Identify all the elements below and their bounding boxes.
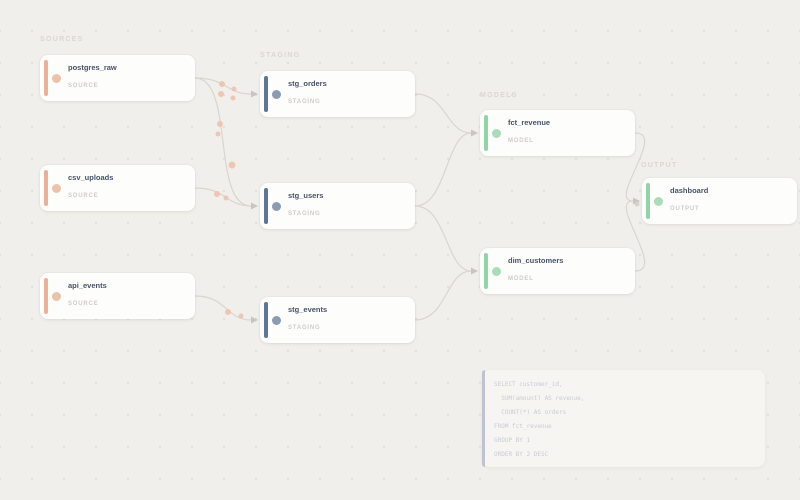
edge-stg-users-fct-revenue <box>414 132 472 207</box>
node-status-dot-icon <box>492 267 501 276</box>
edge-postgres-raw-stg-orders <box>194 77 252 95</box>
node-status-dot-icon <box>654 197 663 206</box>
flow-dot <box>238 313 244 319</box>
flow-dot <box>214 191 220 197</box>
section-label-staging: STAGING <box>260 52 301 59</box>
flow-dot <box>219 81 225 87</box>
node-title: api_events <box>68 281 107 290</box>
arrowhead-icon <box>633 197 640 205</box>
flow-dot <box>223 195 229 201</box>
node-subtitle: MODEL <box>508 276 534 282</box>
node-api-events[interactable]: api_events SOURCE <box>40 273 195 319</box>
node-status-dot-icon <box>492 129 501 138</box>
flow-dot <box>230 95 236 101</box>
edge-stg-users-dim-customers <box>414 205 472 272</box>
sql-panel-accent-bar <box>482 370 485 467</box>
arrowhead-icon <box>251 202 258 210</box>
flow-dot <box>228 161 236 169</box>
sql-line: SUM(amount) AS revenue, <box>494 395 585 402</box>
node-accent-bar <box>484 253 488 289</box>
node-subtitle: SOURCE <box>68 193 99 199</box>
node-subtitle: SOURCE <box>68 301 99 307</box>
sql-line: GROUP BY 1 <box>494 437 531 444</box>
node-title: postgres_raw <box>68 63 117 72</box>
node-subtitle: SOURCE <box>68 83 99 89</box>
node-status-dot-icon <box>272 90 281 99</box>
node-accent-bar <box>44 278 48 314</box>
node-title: csv_uploads <box>68 173 114 182</box>
node-accent-bar <box>264 76 268 112</box>
node-subtitle: STAGING <box>288 325 321 331</box>
node-dashboard[interactable]: dashboard OUTPUT <box>642 178 797 224</box>
flow-dot <box>231 86 237 92</box>
edge-stg-orders-fct-revenue <box>414 93 472 134</box>
edge-fct-revenue-dashboard <box>625 132 646 202</box>
node-postgres-raw[interactable]: postgres_raw SOURCE <box>40 55 195 101</box>
node-title: dim_customers <box>508 256 564 265</box>
node-title: stg_orders <box>288 79 327 88</box>
node-accent-bar <box>44 60 48 96</box>
flow-dot <box>225 309 231 315</box>
node-status-dot-icon <box>52 292 61 301</box>
flow-dot <box>215 131 221 137</box>
section-label-sources: SOURCES <box>40 36 84 43</box>
node-accent-bar <box>44 170 48 206</box>
node-stg-events[interactable]: stg_events STAGING <box>260 297 415 343</box>
node-status-dot-icon <box>52 74 61 83</box>
node-status-dot-icon <box>52 184 61 193</box>
section-label-models: MODELS <box>480 92 518 99</box>
sql-line: SELECT customer_id, <box>494 381 563 388</box>
node-stg-orders[interactable]: stg_orders STAGING <box>260 71 415 117</box>
node-accent-bar <box>264 188 268 224</box>
node-fct-revenue[interactable]: fct_revenue MODEL <box>480 110 635 156</box>
node-status-dot-icon <box>272 202 281 211</box>
edge-dim-customers-dashboard <box>625 200 646 272</box>
node-subtitle: OUTPUT <box>670 206 700 212</box>
sql-line: FROM fct_revenue <box>494 423 552 430</box>
node-subtitle: STAGING <box>288 99 321 105</box>
node-accent-bar <box>646 183 650 219</box>
node-subtitle: MODEL <box>508 138 534 144</box>
node-subtitle: STAGING <box>288 211 321 217</box>
flow-dot <box>218 91 224 97</box>
node-csv-uploads[interactable]: csv_uploads SOURCE <box>40 165 195 211</box>
sql-code: SELECT customer_id, SUM(amount) AS reven… <box>482 370 765 462</box>
node-title: fct_revenue <box>508 118 551 127</box>
edge-api-events-stg-events <box>194 295 252 321</box>
node-stg-users[interactable]: stg_users STAGING <box>260 183 415 229</box>
flow-dot <box>634 201 640 207</box>
node-accent-bar <box>264 302 268 338</box>
arrowhead-icon <box>251 90 258 98</box>
sql-line: ORDER BY 2 DESC <box>494 451 549 458</box>
node-title: stg_events <box>288 305 328 314</box>
node-accent-bar <box>484 115 488 151</box>
sql-line: COUNT(*) AS orders <box>494 409 567 416</box>
node-title: dashboard <box>670 186 709 195</box>
sql-preview-panel: SELECT customer_id, SUM(amount) AS reven… <box>482 370 765 467</box>
node-status-dot-icon <box>272 316 281 325</box>
arrowhead-icon <box>251 316 258 324</box>
edge-stg-events-dim-customers <box>414 270 472 321</box>
section-label-output: OUTPUT <box>641 162 678 169</box>
arrowhead-icon <box>471 129 478 137</box>
arrowhead-icon <box>471 267 478 275</box>
node-dim-customers[interactable]: dim_customers MODEL <box>480 248 635 294</box>
flow-dot <box>217 121 223 127</box>
node-title: stg_users <box>288 191 324 200</box>
edge-postgres-raw-stg-users <box>194 77 252 207</box>
